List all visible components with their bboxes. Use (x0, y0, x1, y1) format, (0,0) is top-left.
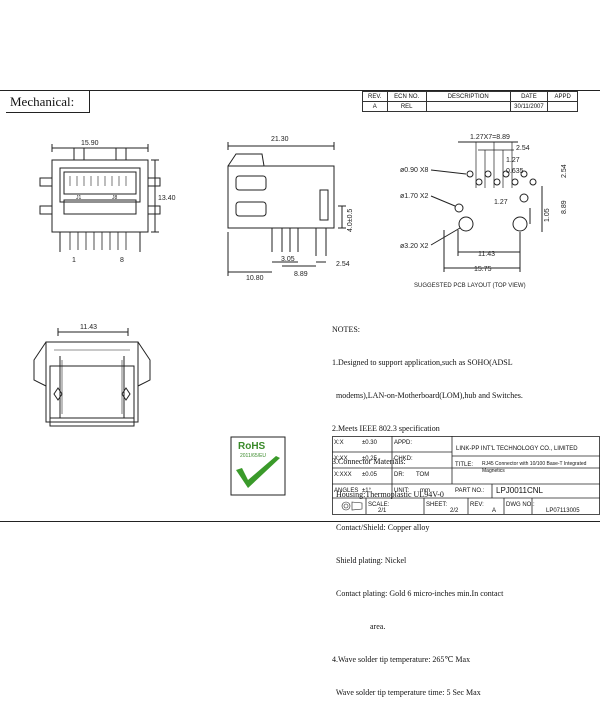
note-line: Shield plating: Nickel (332, 556, 407, 565)
rev-cell-ecn: REL (386, 101, 427, 112)
sheet-label: SHEET: (426, 502, 448, 508)
rev-cell-appd (547, 101, 578, 112)
dim-pcb-127-b: 1.27 (494, 199, 508, 206)
note-line: Wave solder tip temperature time: 5 Sec … (332, 688, 481, 697)
dim-front-height: 13.40 (158, 195, 176, 202)
note-line: area. (332, 622, 386, 631)
dim-pcb-0635: 0.635 (506, 168, 524, 175)
angles-label: ANGLES (334, 488, 359, 494)
dim-pcb-254-side: 2.54 (561, 164, 568, 178)
tol-xx-value: ±0.25 (362, 456, 377, 462)
rev-cell-desc (425, 101, 511, 112)
front-pin-left: 1 (72, 257, 76, 264)
pcb-caption: SUGGESTED PCB LAYOUT (TOP VIEW) (414, 283, 526, 289)
note-line: Contact/Shield: Copper alloy (332, 523, 430, 532)
projection-symbol (341, 501, 363, 511)
note-line: Contact plating: Gold 6 micro-inches min… (332, 589, 504, 598)
pcb-hole-large: ø3.20 X2 (400, 243, 429, 250)
mechanical-drawing: 15.90 13.40 1 8 J1 J8 21.30 4.0±0.5 10.8… (33, 134, 568, 427)
dim-pcb-254-top: 2.54 (516, 145, 530, 152)
title-label: TITLE: (455, 462, 474, 468)
dim-pcb-1143: 11.43 (478, 251, 495, 258)
tol-xxx-label: X:XXX (334, 472, 352, 478)
note-line: 3.Connector Materials: (332, 457, 406, 466)
dim-side-c: 8.89 (294, 271, 308, 278)
dim-pcb-105: 1.05 (544, 208, 551, 222)
dim-top-width: 11.43 (80, 324, 97, 331)
note-line: 1.Designed to support application,such a… (332, 358, 513, 367)
scale-value: 2/1 (378, 508, 387, 514)
chkd-label: CHKD: (394, 456, 413, 462)
angles-value: ±1° (362, 488, 372, 494)
dim-pcb-pitch: 1.27X7=8.89 (470, 134, 510, 141)
dim-side-b: 3.05 (281, 256, 295, 263)
dwg-value: LP07113005 (546, 508, 580, 514)
front-label-j8: J8 (112, 195, 118, 201)
pcb-hole-small: ø0.90 X8 (400, 167, 429, 174)
dim-side-standoff: 4.0±0.5 (347, 209, 354, 232)
note-line: 2.Meets IEEE 802.3 specification (332, 424, 440, 433)
rohs-subtitle: 2011/65/EU (240, 453, 266, 459)
dim-side-a: 10.80 (246, 275, 264, 282)
front-view (39, 144, 161, 252)
rohs-logo: RoHS 2011/65/EU (230, 436, 286, 496)
note-line: Housing:Thermoplastic UL94V-0 (332, 490, 444, 499)
front-label-j1: J1 (76, 195, 82, 201)
tol-xxx-value: ±0.05 (362, 472, 377, 478)
unit-value: mm (420, 488, 430, 494)
top-view (33, 328, 151, 427)
dr-value: TOM (416, 472, 430, 478)
section-title: Mechanical: (6, 91, 90, 113)
appd-label: APPD: (394, 440, 413, 446)
scale-label: SCALE: (368, 502, 390, 508)
part-label: PART NO.: (455, 488, 485, 494)
part-value: LPJ0011CNL (496, 486, 543, 495)
dim-pcb-1575: 15.75 (474, 266, 492, 273)
dim-front-width: 15.90 (81, 140, 99, 147)
revision-table: REV. ECN NO. DESCRIPTION DATE APPD A REL… (362, 91, 578, 112)
unit-label: UNIT: (394, 488, 409, 494)
rev-cell-date: 30/11/2007 (509, 101, 549, 112)
tol-xx-label: X:XX (334, 456, 348, 462)
checkmark-icon (236, 456, 280, 488)
rohs-title: RoHS (238, 441, 266, 452)
sheet-value: 2/2 (450, 508, 459, 514)
rev-value: A (492, 508, 497, 514)
tol-x-label: X:X (334, 440, 344, 446)
drawing-frame (0, 90, 600, 522)
title-value: RJ45 Connector with 10/100 Base-T Integr… (482, 461, 587, 474)
rev-label: REV: (470, 502, 484, 508)
dim-pcb-889: 8.89 (561, 200, 568, 214)
dim-side-length: 21.30 (271, 136, 289, 143)
note-line: modems),LAN-on-Motherboard(LOM),hub and … (332, 391, 523, 400)
notes-title: NOTES: (332, 325, 360, 334)
tol-x-value: ±0.30 (362, 440, 377, 446)
dim-side-d: 2.54 (336, 261, 350, 268)
company-name: LINK-PP INT'L TECHNOLOGY CO., LIMITED (456, 446, 578, 452)
front-pin-right: 8 (120, 257, 124, 264)
side-view (227, 142, 346, 276)
note-line: 4.Wave solder tip temperature: 265℃ Max (332, 655, 471, 664)
dwg-label: DWG NO.: (506, 502, 535, 508)
pcb-layout (430, 141, 543, 272)
dim-pcb-127: 1.27 (506, 157, 520, 164)
pcb-hole-mid: ø1.70 X2 (400, 193, 429, 200)
dr-label: DR: (394, 472, 405, 478)
